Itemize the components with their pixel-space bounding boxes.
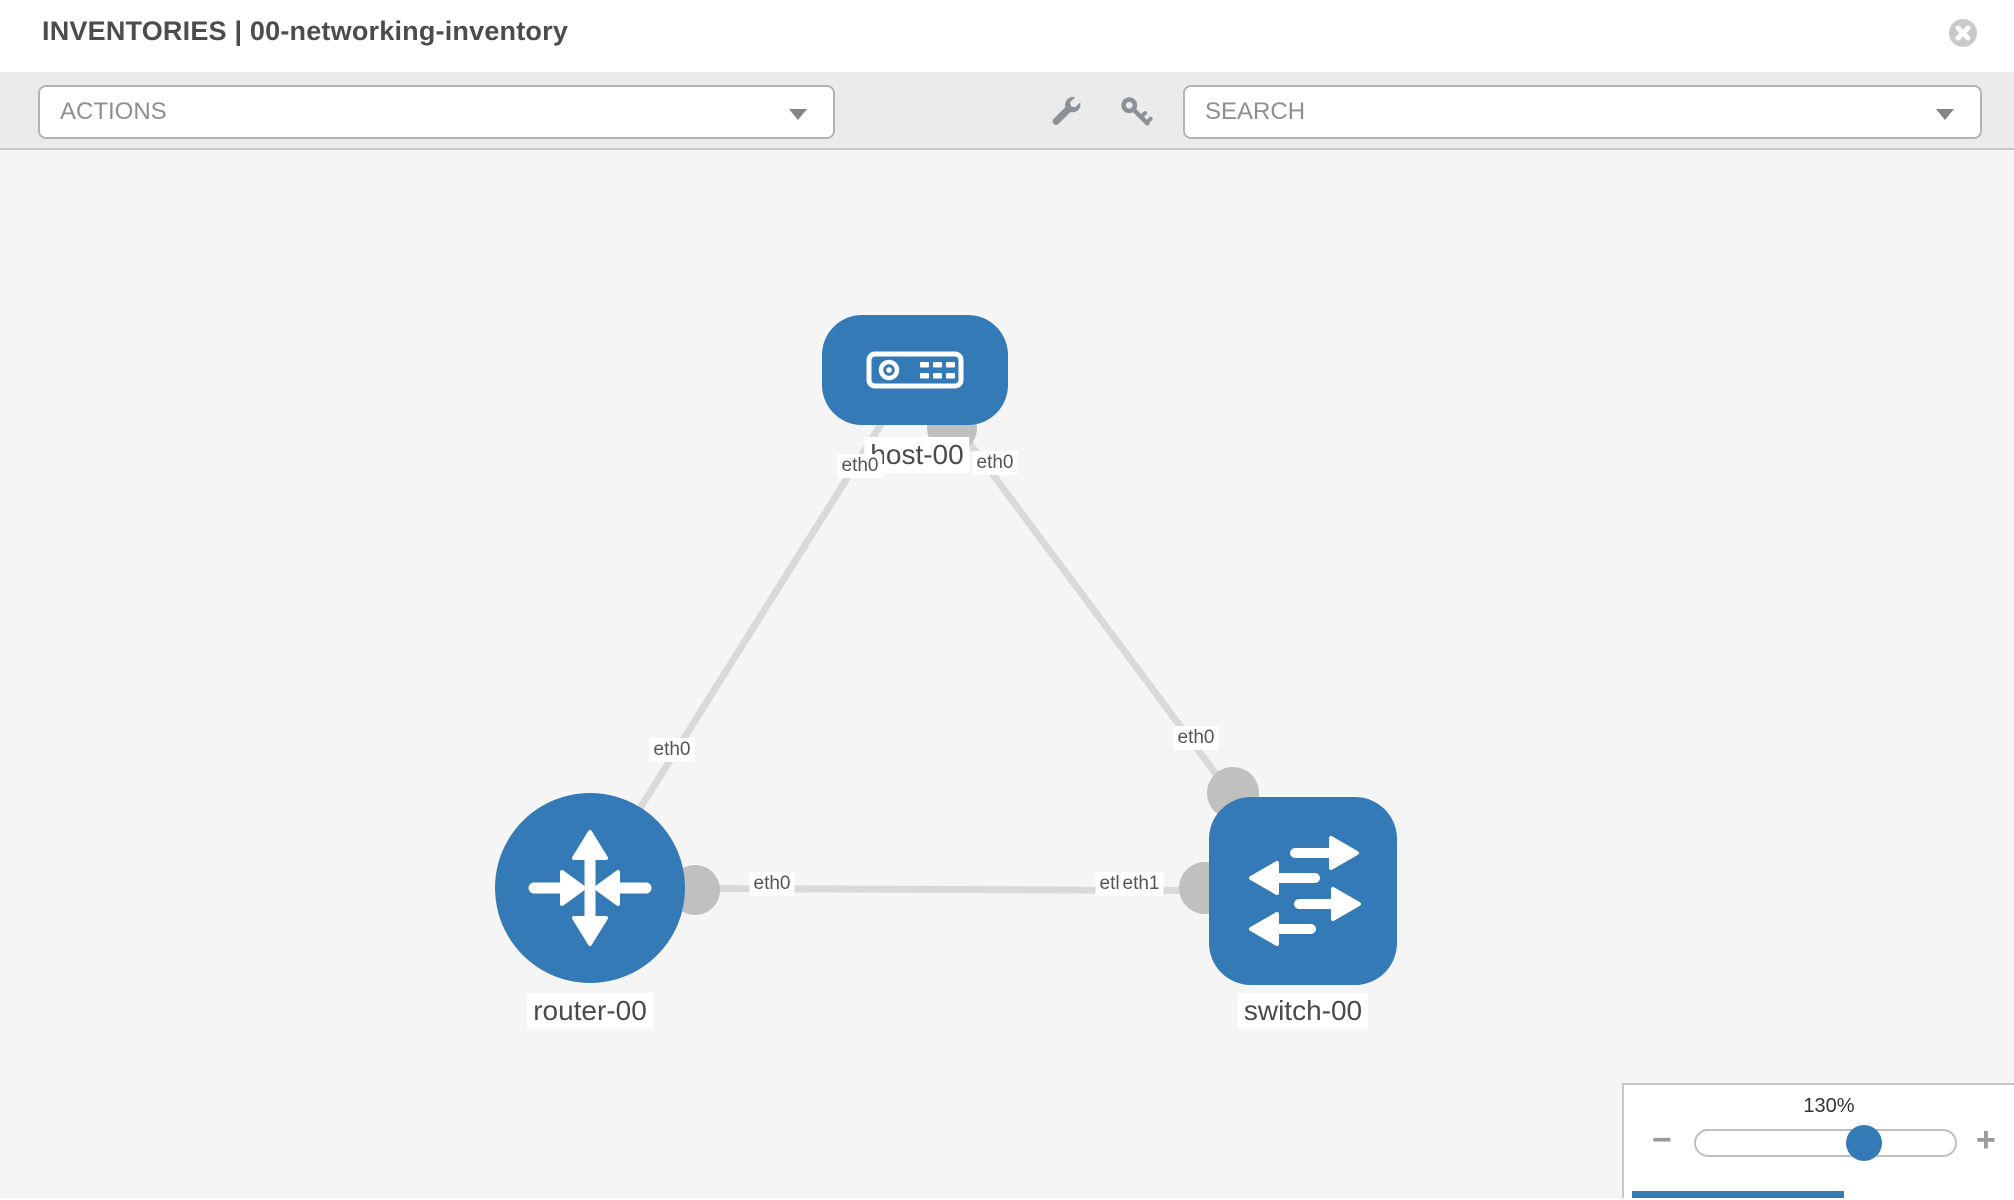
key-icon[interactable] [1118, 94, 1154, 130]
host-icon [866, 351, 964, 389]
zoom-level-value: 130% [1803, 1095, 1855, 1117]
chevron-down-icon [789, 109, 807, 120]
iface-label-switch-to-router: eth1 [1118, 872, 1164, 896]
iface-label-host-to-switch: eth0 [972, 451, 1018, 475]
search-dropdown[interactable]: SEARCH [1183, 85, 1982, 139]
node-host-00[interactable] [822, 315, 1008, 425]
iface-label-host-to-router: eth0 [837, 454, 883, 478]
actions-dropdown[interactable]: ACTIONS [38, 85, 835, 139]
node-router-00[interactable] [495, 793, 685, 983]
chevron-down-icon [1936, 109, 1954, 120]
page-header: INVENTORIES | 00-networking-inventory [0, 0, 2014, 72]
topology-diagram [495, 315, 1397, 985]
iface-label-switch-to-host: eth0 [1173, 726, 1219, 750]
search-placeholder: SEARCH [1205, 98, 1306, 125]
zoom-in-button[interactable]: + [1976, 1121, 1996, 1159]
node-switch-00[interactable] [1209, 797, 1397, 985]
close-button[interactable] [1949, 19, 1977, 47]
zoom-control-panel: 130% − + [1622, 1083, 2014, 1198]
actions-dropdown-label: ACTIONS [60, 98, 167, 125]
link-endpoints [670, 403, 1259, 915]
node-label-host: host-00 [864, 437, 970, 473]
zoom-out-button[interactable]: − [1652, 1121, 1672, 1159]
router-icon [528, 830, 652, 946]
node-label-switch: switch-00 [1237, 993, 1369, 1029]
wrench-icon[interactable] [1048, 94, 1084, 130]
page-title: INVENTORIES | 00-networking-inventory [42, 16, 569, 46]
key-panel-edge[interactable] [1632, 1191, 1844, 1198]
iface-label-router-to-host: eth0 [649, 738, 695, 762]
switch-icon [1249, 836, 1361, 946]
zoom-slider-thumb[interactable] [1846, 1125, 1882, 1161]
zoom-slider-track[interactable] [1694, 1129, 1957, 1157]
toolbar-icon-group [1048, 94, 1158, 130]
iface-label-router-to-switch: eth0 [749, 872, 795, 896]
topology-canvas[interactable]: host-00 router-00 switch-00 eth0 eth0 et… [0, 150, 2014, 1198]
toolbar: ACTIONS SEARCH [0, 72, 2014, 150]
node-label-router: router-00 [527, 993, 653, 1029]
